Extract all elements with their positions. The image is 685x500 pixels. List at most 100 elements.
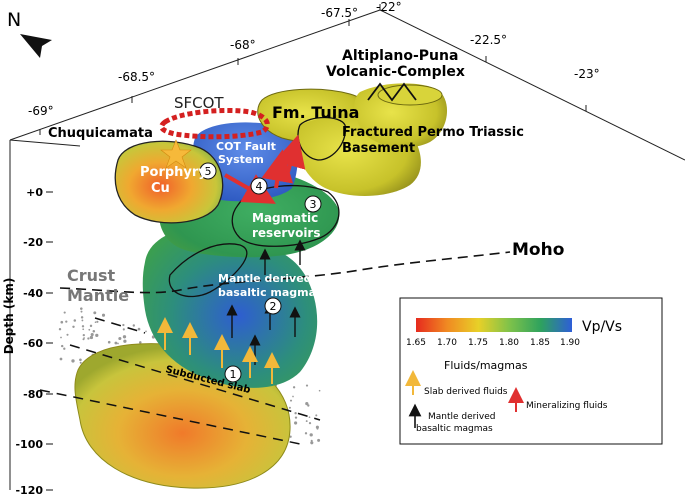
seismicity-point [80, 307, 83, 310]
seismicity-point [96, 320, 99, 323]
seismicity-point [118, 337, 121, 340]
crust-label: Crust [67, 266, 116, 285]
seismicity-point [137, 327, 141, 331]
seismicity-point [89, 335, 94, 340]
seismicity-point [80, 316, 84, 319]
seismicity-point [114, 341, 118, 345]
seismicity-point [101, 313, 106, 317]
moho-line [59, 251, 511, 294]
seismicity-point [93, 311, 97, 315]
seismicity-point [79, 361, 82, 364]
colorbar [416, 318, 572, 332]
seismicity-point [309, 433, 313, 437]
fm-tuina-label: Fm. Tuina [272, 103, 359, 122]
seismicity-point [310, 439, 313, 442]
fractured-label-line1: Fractured Permo Triassic [342, 125, 524, 140]
seismicity-point [305, 420, 308, 423]
depth-tick-100: -100 [15, 438, 43, 451]
depth-tick-40: -40 [23, 287, 43, 300]
seismicity-point [316, 427, 319, 430]
seismicity-point [66, 333, 69, 336]
seismicity-point [289, 435, 292, 438]
seismicity-point [294, 416, 298, 419]
mantle-derived-label-line1: Mantle derived [218, 272, 312, 285]
cot-label-line2: System [218, 153, 264, 166]
seismicity-point [63, 311, 66, 314]
seismicity-point [315, 414, 318, 417]
seismicity-point [292, 395, 294, 398]
seismicity-point [123, 339, 127, 343]
seismicity-point [87, 337, 90, 340]
colorbar-tick-1: 1.65 [406, 338, 426, 348]
marker-1-label: 1 [230, 368, 237, 381]
slab-fluid-arrows-diagram [157, 317, 280, 384]
seismicity-point [65, 320, 68, 323]
marker-2-label: 2 [270, 300, 277, 313]
seismicity-point [88, 328, 91, 331]
seismicity-point [317, 438, 321, 442]
longitude-label-2: -68.5° [118, 70, 155, 84]
longitude-label-4: -67.5° [321, 6, 358, 20]
depth-tick-0: +0 [26, 186, 43, 199]
colorbar-tick-3: 1.75 [468, 338, 488, 348]
legend-slab-label: Slab derived fluids [424, 387, 508, 397]
marker-5: 5 [199, 162, 217, 180]
fractured-label-line2: Basement [342, 141, 415, 156]
seismicity-point [81, 319, 84, 322]
longitude-label-1: -69° [28, 104, 54, 118]
seismicity-point [71, 359, 75, 363]
seismicity-point [310, 441, 314, 445]
seismicity-point [90, 333, 94, 337]
seismicity-point [304, 432, 308, 435]
seismicity-point [315, 425, 319, 429]
seismicity-point [139, 341, 142, 344]
seismicity-point [305, 384, 309, 387]
seismicity-point [288, 406, 291, 409]
colorbar-tick-6: 1.90 [560, 338, 580, 348]
longitude-label-3: -68° [230, 38, 256, 52]
marker-4: 4 [250, 177, 268, 195]
altiplano-label-line1: Altiplano-Puna [342, 48, 458, 64]
seismicity-point [308, 416, 311, 419]
legend-section-title: Fluids/magmas [444, 359, 528, 372]
seismicity-point [72, 325, 75, 329]
colorbar-tick-2: 1.70 [437, 338, 457, 348]
seismicity-point [294, 421, 298, 425]
seismicity-point [107, 340, 111, 344]
seismicity-point [83, 337, 85, 339]
latitude-label-1: -22° [376, 0, 402, 14]
seismicity-point [122, 323, 125, 327]
slab-boundary-lines [39, 317, 321, 446]
seismicity-point [122, 335, 127, 339]
colorbar-tick-5: 1.85 [530, 338, 550, 348]
seismicity-point [305, 402, 309, 406]
marker-5-label: 5 [205, 165, 212, 178]
seismicity-point [308, 422, 312, 425]
altiplano-label-line2: Volcanic-Complex [326, 64, 465, 80]
seismicity-point [292, 386, 296, 389]
seismicity-point [82, 328, 85, 331]
legend-mineralizing-label: Mineralizing fluids [526, 401, 608, 411]
seismicity-point [81, 325, 85, 328]
seismicity-point [58, 327, 62, 331]
marker-3-label: 3 [310, 198, 317, 211]
seismicity-point [73, 319, 77, 322]
north-label: N [7, 9, 21, 31]
marker-1: 1 [224, 365, 242, 383]
seismicity-point [117, 342, 119, 345]
seismicity-point [92, 329, 96, 333]
seismicity-point [60, 336, 62, 339]
porphyry-body [114, 140, 224, 224]
seismicity-point [94, 321, 97, 324]
altiplano-volcanic-top [377, 84, 443, 106]
magmatic-label-line2: reservoirs [252, 226, 321, 240]
latitude-label-3: -23° [574, 67, 600, 81]
latitude-label-2: -22.5° [470, 33, 507, 47]
map-frame [9, 4, 685, 490]
seismicity-point [80, 310, 83, 313]
colorbar-tick-4: 1.80 [499, 338, 519, 348]
depth-axis [46, 191, 53, 491]
seismicity-point [318, 389, 321, 392]
depth-tick-60: -60 [23, 337, 43, 350]
